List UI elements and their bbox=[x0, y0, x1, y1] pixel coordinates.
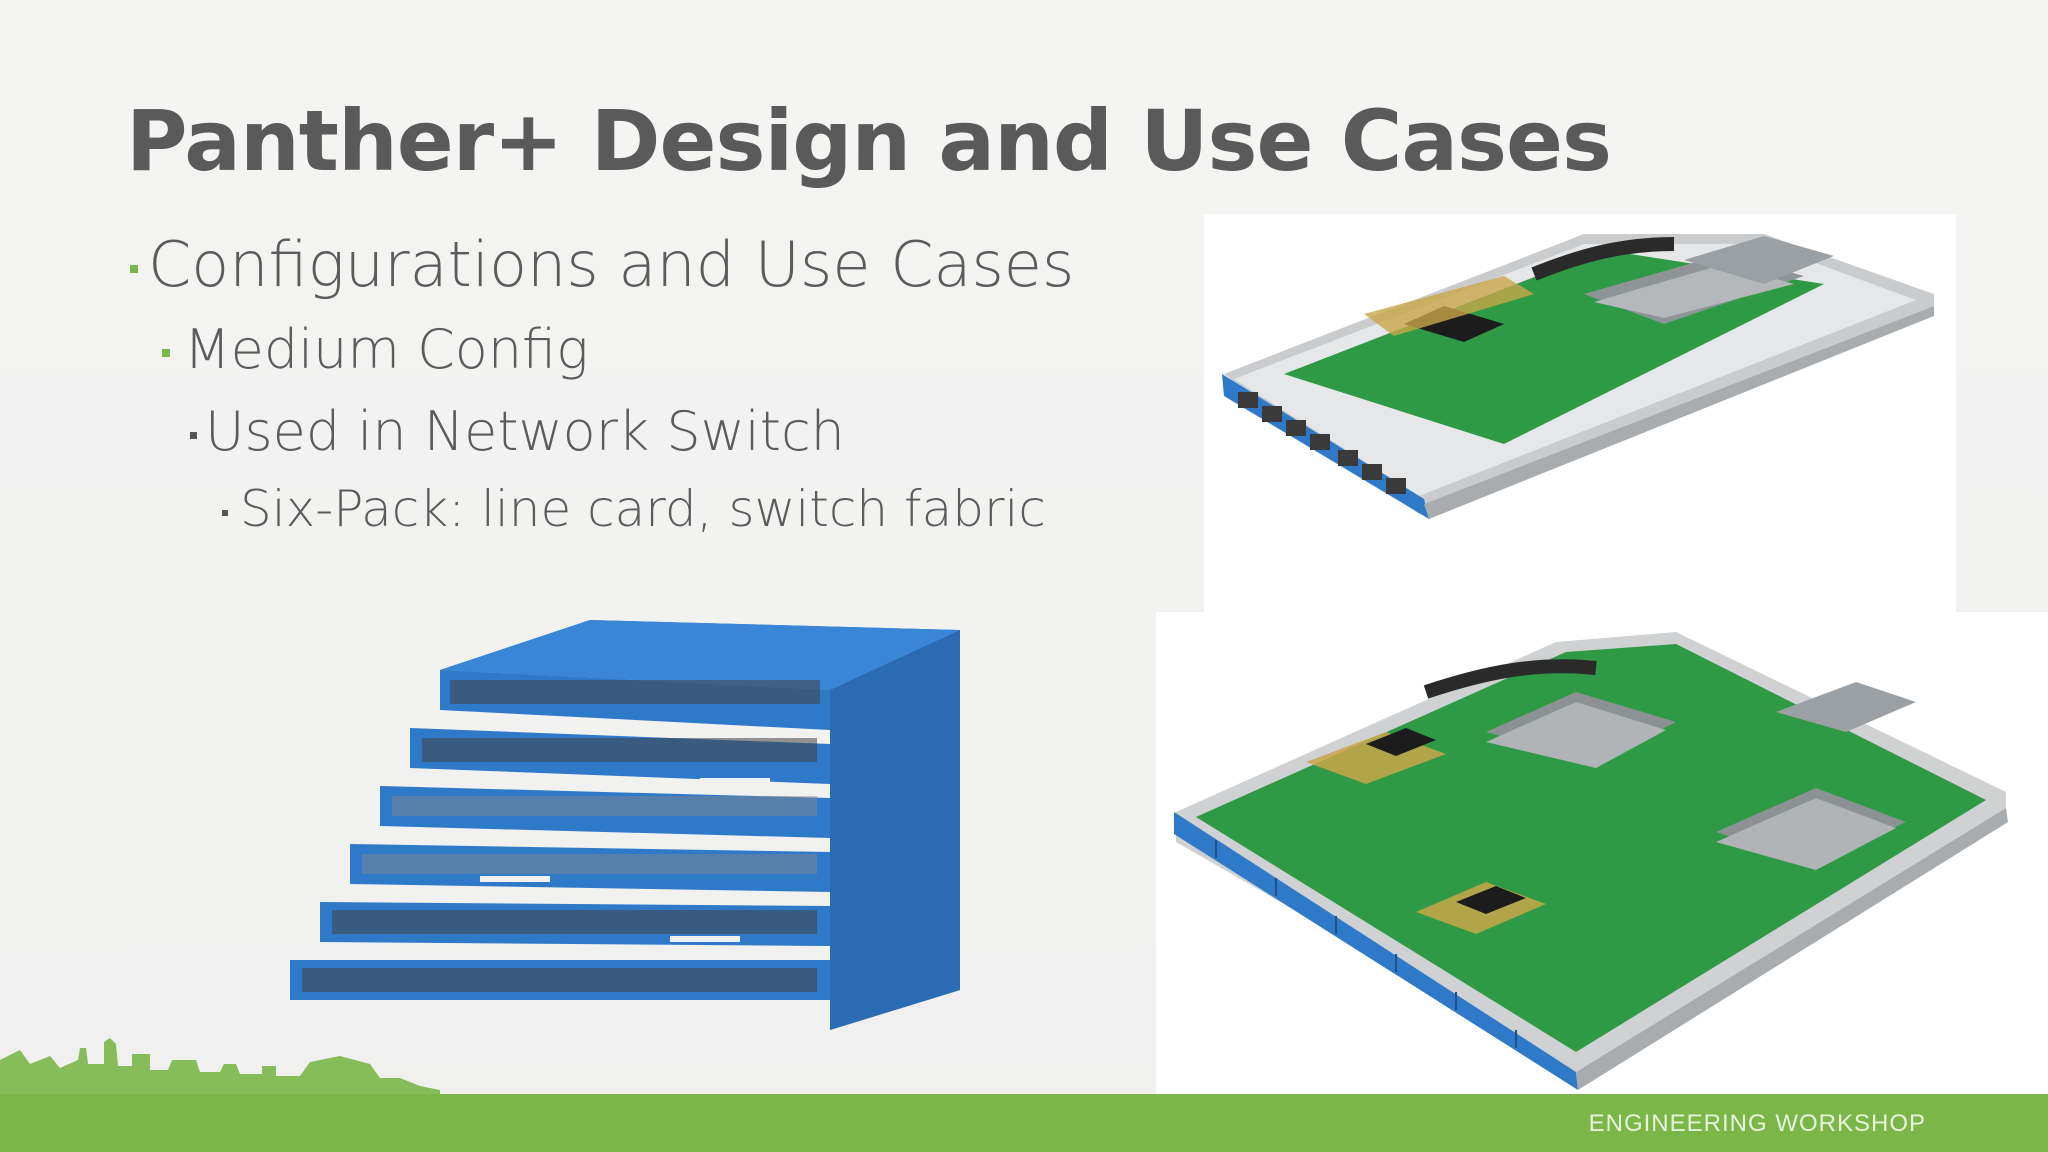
switch-fabric-board-photo bbox=[1156, 612, 2048, 1094]
bullet-marker bbox=[162, 349, 170, 358]
line-card-photo bbox=[1204, 214, 1956, 612]
city-skyline-graphic bbox=[0, 1038, 440, 1100]
bullet-level-1: Configurations and Use Cases bbox=[130, 228, 1074, 301]
bullet-level-4: Six-Pack: line card, switch fabric bbox=[222, 480, 1046, 538]
footer-label: ENGINEERING WORKSHOP bbox=[1588, 1110, 1926, 1137]
bullet-level-3: Used in Network Switch bbox=[190, 400, 845, 463]
bullet-text: Configurations and Use Cases bbox=[148, 228, 1075, 301]
bullet-marker bbox=[222, 509, 228, 516]
bullet-text: Medium Config bbox=[184, 318, 589, 381]
bullet-marker bbox=[190, 431, 197, 439]
six-pack-chassis-photo bbox=[270, 600, 990, 1070]
bullet-text: Six-Pack: line card, switch fabric bbox=[240, 480, 1046, 538]
bullet-marker bbox=[130, 265, 138, 273]
bullet-text: Used in Network Switch bbox=[205, 400, 845, 463]
slide-title: Panther+ Design and Use Cases bbox=[126, 92, 1612, 190]
bullet-level-2: Medium Config bbox=[162, 318, 588, 381]
footer-bar: ENGINEERING WORKSHOP bbox=[0, 1094, 2048, 1152]
